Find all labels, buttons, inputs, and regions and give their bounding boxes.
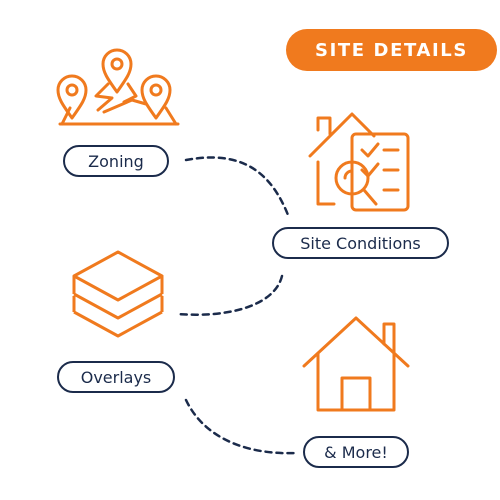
connector-site-overlays <box>176 274 284 316</box>
house-icon <box>302 316 410 412</box>
connector-zoning-site <box>184 156 290 217</box>
connector-overlays-more <box>184 398 298 455</box>
connectors <box>176 156 298 455</box>
site-conditions-label: Site Conditions <box>272 227 449 259</box>
overlays-label: Overlays <box>57 361 175 393</box>
zoning-label: Zoning <box>63 145 169 177</box>
map-pins-icon <box>56 48 180 126</box>
house-inspection-icon <box>308 112 410 212</box>
layers-icon <box>72 250 164 338</box>
site-details-badge: SITE DETAILS <box>286 29 497 71</box>
more-label: & More! <box>303 436 409 468</box>
